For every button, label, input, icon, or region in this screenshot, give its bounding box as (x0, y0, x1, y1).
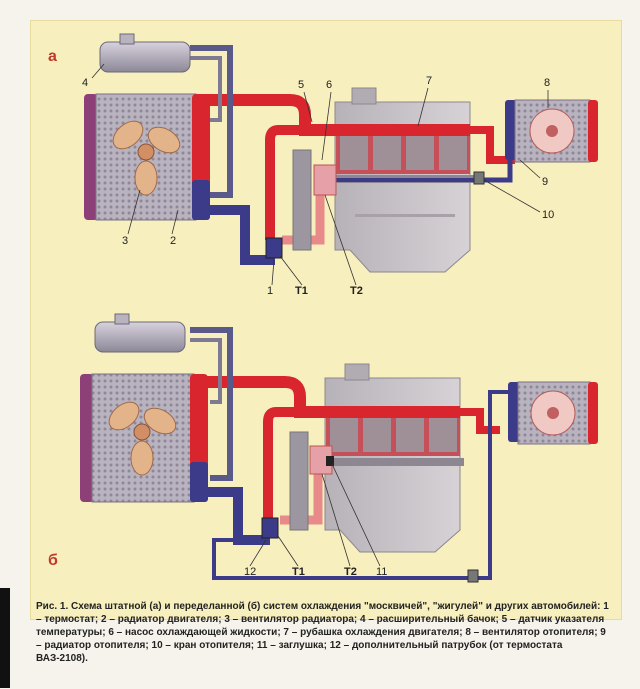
label-t2-b: T2 (344, 566, 357, 578)
tank-hose-b (190, 327, 233, 481)
label-t2-a: T2 (350, 285, 363, 297)
label-8: 8 (544, 77, 550, 89)
label-t1-a: T1 (295, 285, 308, 297)
leader-lines-b (249, 463, 381, 567)
radiator-fan-b (108, 401, 177, 476)
fan-belt-b (289, 431, 309, 531)
hot-pipe-a (200, 94, 470, 136)
label-7: 7 (426, 75, 432, 87)
leader-lines-a (91, 63, 549, 286)
label-12: 12 (244, 566, 256, 578)
figure-caption: Рис. 1. Схема штатной (а) и переделанной… (36, 601, 609, 664)
heater-radiator-a (505, 99, 598, 163)
label-5: 5 (298, 79, 304, 91)
heater-in-pipe-a (470, 126, 515, 164)
heater-return-pipe-a (478, 160, 513, 183)
panel-letter-b: б (48, 552, 58, 569)
scheme-b: б (48, 313, 598, 583)
expansion-tank-a (99, 41, 191, 73)
heater-tap-a (473, 171, 485, 185)
panel-letter-a: а (48, 48, 57, 65)
fan-belt-a (292, 149, 312, 251)
label-9: 9 (542, 176, 548, 188)
thermostat-a (265, 237, 283, 259)
label-6: 6 (326, 79, 332, 91)
plug-11 (326, 456, 334, 466)
label-2: 2 (170, 235, 176, 247)
thermostat-hot-pipe-b (263, 407, 300, 518)
pump-a (313, 164, 337, 196)
thermostat-hot-pipe-a (265, 125, 305, 240)
heater-tap-b (467, 569, 479, 583)
heater-radiator-b (508, 381, 598, 445)
tank-overflow-a (190, 56, 222, 122)
label-11: 11 (376, 566, 387, 578)
tank-hose-a (190, 45, 233, 198)
tank-overflow-b (190, 338, 222, 404)
scheme-a: а (48, 33, 598, 297)
edge-mark (0, 588, 10, 688)
label-t1-b: T1 (292, 566, 305, 578)
cold-return-pipe-a (200, 205, 275, 265)
radiator-fan-a (112, 120, 181, 196)
heater-in-pipe-b (460, 408, 500, 434)
label-3: 3 (122, 235, 128, 247)
additional-pipe-12 (212, 390, 510, 580)
label-1: 1 (267, 285, 273, 297)
engine-block-b (324, 363, 464, 553)
label-4: 4 (82, 77, 88, 89)
hot-pipe-b (200, 376, 460, 418)
thermostat-b (261, 517, 279, 539)
label-10: 10 (542, 209, 554, 221)
expansion-tank-b (94, 321, 186, 353)
cold-return-pipe-b (200, 487, 270, 545)
